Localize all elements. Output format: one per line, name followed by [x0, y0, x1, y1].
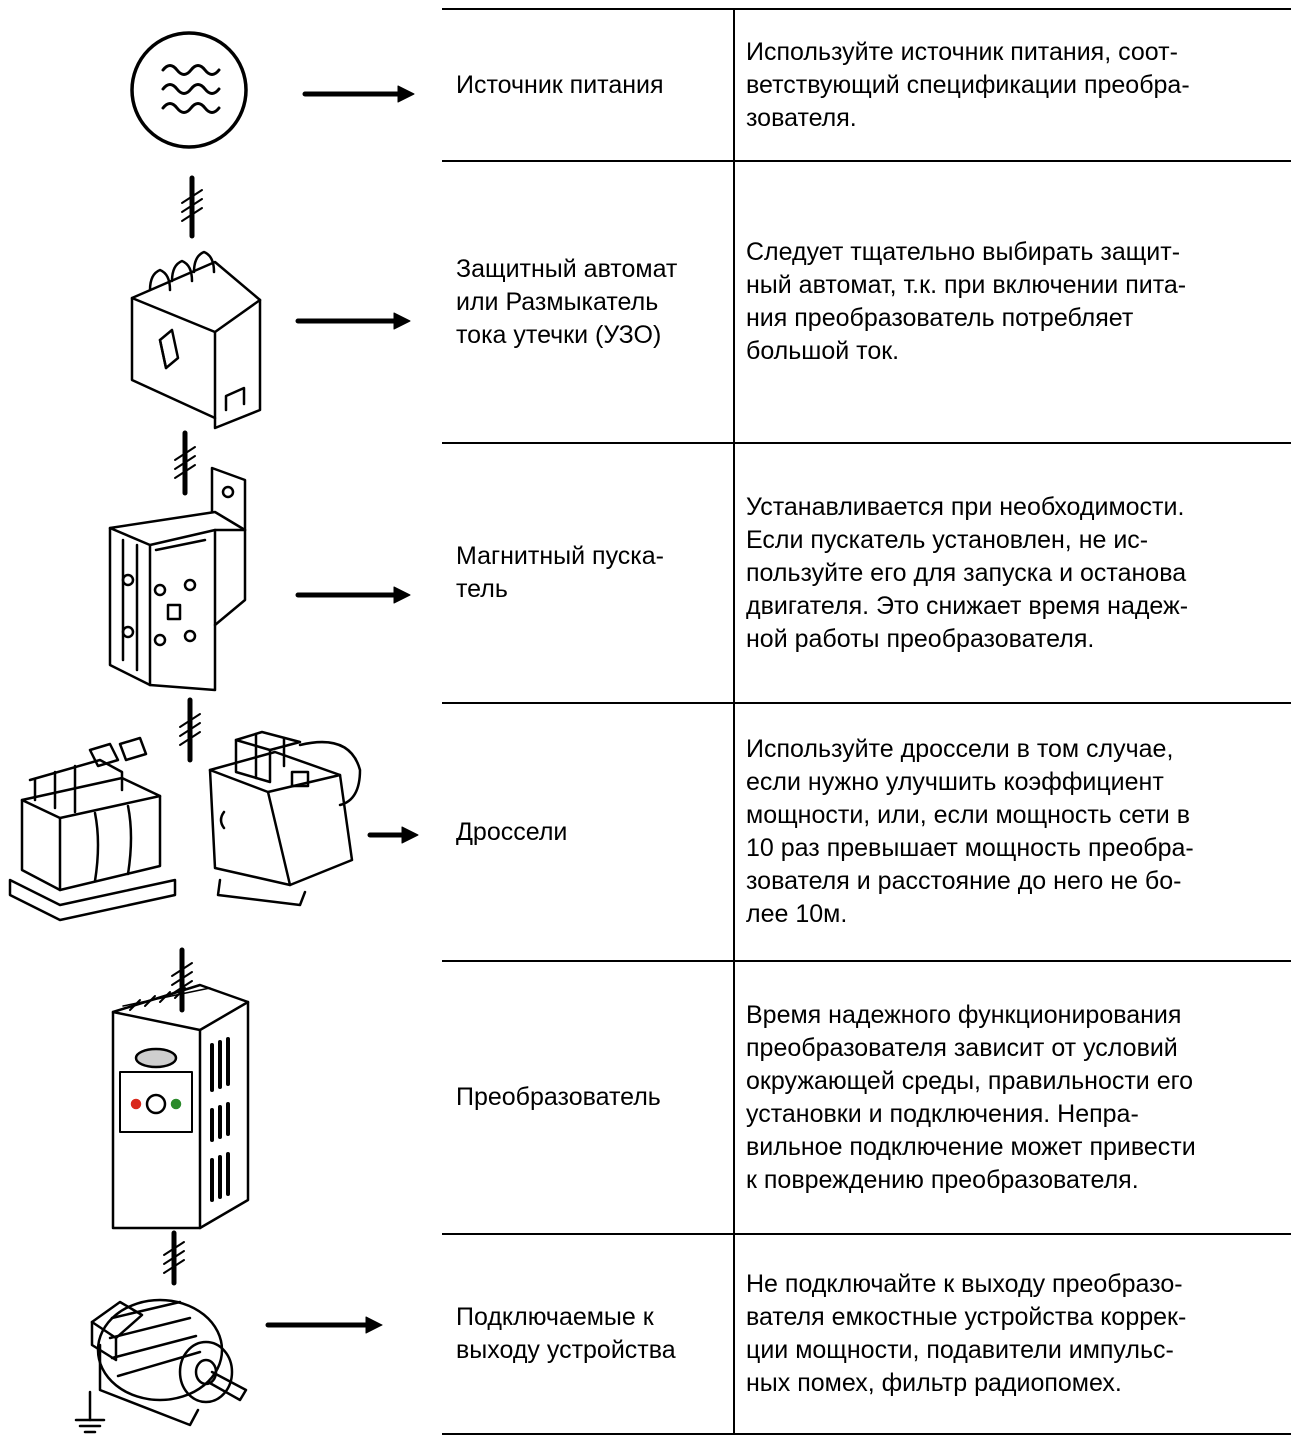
wire-1 — [181, 175, 203, 239]
row-label: Преобразователь — [456, 1083, 661, 1111]
table-rule — [442, 160, 1291, 162]
arrow-4 — [367, 826, 419, 844]
row-description: Устанавливается при необходимости. Если … — [746, 492, 1189, 653]
wire-2 — [174, 430, 196, 496]
table-rule — [442, 1233, 1291, 1235]
arrow-2 — [295, 312, 411, 330]
row-label: Защитный автомат или Размыкатель тока ут… — [456, 254, 678, 349]
circuit-breaker-icon — [130, 250, 262, 430]
inverter-icon — [111, 983, 250, 1230]
arrow-1 — [302, 85, 415, 103]
wire-3 — [179, 697, 201, 763]
power-source-icon — [130, 31, 248, 149]
wire-4 — [171, 947, 193, 1013]
row-description: Используйте дроссели в том случае, если … — [746, 735, 1194, 928]
row-description: Время надежного функционирования преобра… — [746, 1000, 1196, 1194]
row-label: Источник питания — [456, 70, 664, 99]
row-description: Не подключайте к выходу преобразо- вател… — [746, 1270, 1187, 1397]
reactor-icon — [8, 730, 362, 922]
table-rule — [442, 960, 1291, 962]
table-rule — [442, 8, 1291, 10]
row-description: Используйте источник питания, соот- ветс… — [746, 37, 1190, 132]
arrow-3 — [295, 586, 411, 604]
row-label: Магнитный пуска- тель — [456, 542, 665, 603]
row-label: Дроссели — [456, 817, 568, 846]
arrow-5 — [265, 1316, 383, 1334]
table-rule — [442, 702, 1291, 704]
magnetic-contactor-icon — [108, 466, 247, 692]
motor-icon — [74, 1298, 248, 1434]
table-rule — [442, 442, 1291, 444]
row-label: Подключаемые к выходу устройства — [456, 1303, 676, 1364]
column-divider — [733, 8, 735, 1435]
wire-5 — [163, 1230, 185, 1286]
table-rule — [442, 1433, 1291, 1435]
row-description: Следует тщательно выбирать защит- ный ав… — [746, 238, 1187, 365]
